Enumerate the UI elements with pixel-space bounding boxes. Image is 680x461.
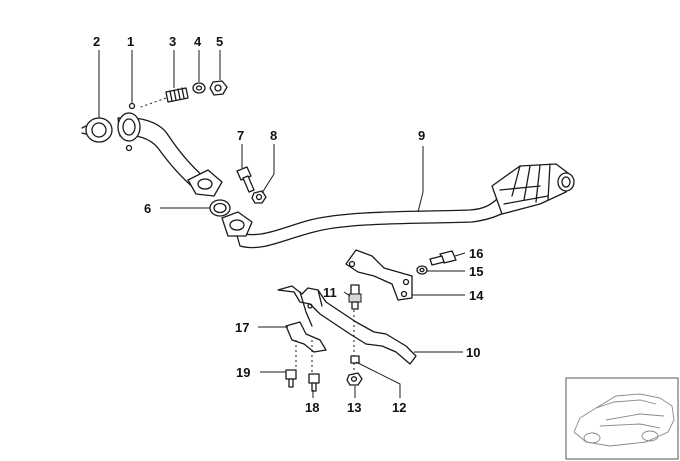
part-13-nut[interactable] xyxy=(346,372,363,386)
callout-16[interactable]: 16 xyxy=(469,246,483,261)
part-8-nut[interactable] xyxy=(251,190,267,204)
callout-labels: 2 1 3 4 5 6 7 8 9 10 11 12 13 14 15 16 1… xyxy=(93,34,484,415)
callout-10[interactable]: 10 xyxy=(466,345,480,360)
part-9-pipe-with-catalytic-converter[interactable] xyxy=(221,163,575,249)
part-18-bolt[interactable] xyxy=(308,373,320,392)
callout-14[interactable]: 14 xyxy=(469,288,484,303)
callout-3[interactable]: 3 xyxy=(169,34,176,49)
part-19-bolt[interactable] xyxy=(285,369,297,388)
part-12-bushing[interactable] xyxy=(350,355,360,364)
callout-2[interactable]: 2 xyxy=(93,34,100,49)
callout-18[interactable]: 18 xyxy=(305,400,319,415)
callout-4[interactable]: 4 xyxy=(194,34,202,49)
callout-12[interactable]: 12 xyxy=(392,400,406,415)
part-7-bolt[interactable] xyxy=(236,166,255,193)
callout-5[interactable]: 5 xyxy=(216,34,223,49)
callout-19[interactable]: 19 xyxy=(236,365,250,380)
part-10-cross-member[interactable] xyxy=(277,285,417,365)
callout-9[interactable]: 9 xyxy=(418,128,425,143)
callout-1[interactable]: 1 xyxy=(127,34,134,49)
part-3-stud[interactable] xyxy=(137,87,189,109)
vehicle-location-inset xyxy=(565,377,679,460)
part-1-front-pipe[interactable] xyxy=(117,102,223,197)
callout-13[interactable]: 13 xyxy=(347,400,361,415)
part-2-gasket-ring[interactable] xyxy=(81,117,113,143)
callout-15[interactable]: 15 xyxy=(469,264,483,279)
part-14-bracket[interactable] xyxy=(345,249,413,301)
part-5-nut[interactable] xyxy=(209,80,228,96)
callout-11[interactable]: 11 xyxy=(323,285,337,300)
part-6-sealing-ring[interactable] xyxy=(209,199,231,217)
part-16-bolt[interactable] xyxy=(429,250,457,266)
part-17-clamp[interactable] xyxy=(285,321,327,353)
callout-17[interactable]: 17 xyxy=(235,320,249,335)
callout-6[interactable]: 6 xyxy=(144,201,151,216)
leader-lines xyxy=(98,50,466,398)
callout-7[interactable]: 7 xyxy=(237,128,244,143)
part-11-rubber-mount[interactable] xyxy=(348,284,362,310)
car-outline-icon xyxy=(573,393,675,447)
callout-8[interactable]: 8 xyxy=(270,128,277,143)
part-15-washer[interactable] xyxy=(416,265,428,275)
part-4-washer[interactable] xyxy=(192,82,206,94)
